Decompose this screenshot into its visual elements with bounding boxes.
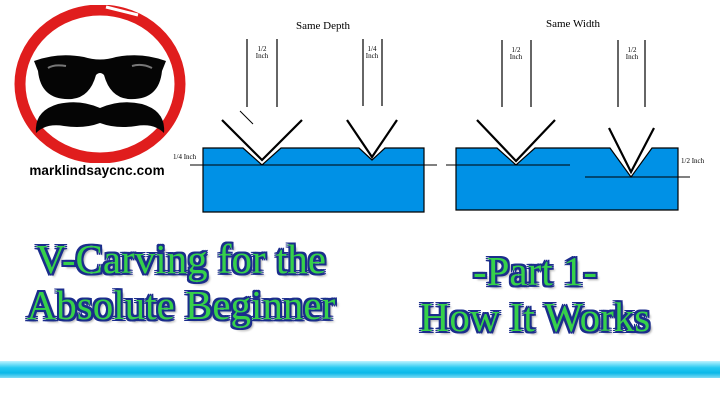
site-url: marklindsaycnc.com [29, 163, 165, 178]
v-bit-right-2 [608, 40, 655, 175]
v-bit-right-1 [476, 40, 556, 163]
bit-label-left-2-b: Inch [366, 52, 379, 60]
bit-label-left-1-b: Inch [256, 52, 269, 60]
title-left-line2: Absolute Beginner [26, 282, 336, 328]
v-bit-depth-width-diagram: Same Depth 1/4 Inch 1/2 Inch 1/4 Inch Sa… [173, 18, 705, 213]
title-left: V-Carving for the Absolute Beginner [16, 236, 346, 328]
material-block-left [202, 147, 425, 213]
title-right-line1: -Part 1- [472, 248, 598, 294]
bit-label-right-2-a: 1/2 [628, 46, 637, 54]
footer-area [0, 378, 720, 404]
title-right: -Part 1- How It Works [385, 248, 685, 340]
bit-label-right-1-b: Inch [510, 53, 523, 61]
depth-label-right: 1/2 Inch [681, 157, 705, 165]
material-block-right [455, 147, 679, 211]
title-left-line1: V-Carving for the [36, 236, 326, 282]
mustache-sunglasses-logo [14, 5, 186, 163]
bit-label-left-1-a: 1/2 [258, 45, 267, 53]
title-right-line2: How It Works [419, 294, 651, 340]
panel-title-same-depth: Same Depth [296, 20, 351, 32]
bit-label-right-1-a: 1/2 [512, 46, 521, 54]
bit-label-right-2-b: Inch [626, 53, 639, 61]
v-bit-left-1 [221, 39, 303, 162]
footer-accent-bar [0, 361, 720, 378]
depth-label-left: 1/4 Inch [173, 153, 197, 161]
panel-title-same-width: Same Width [546, 18, 601, 30]
v-bit-left-2 [346, 39, 398, 159]
bit-label-left-2-a: 1/4 [368, 45, 377, 53]
